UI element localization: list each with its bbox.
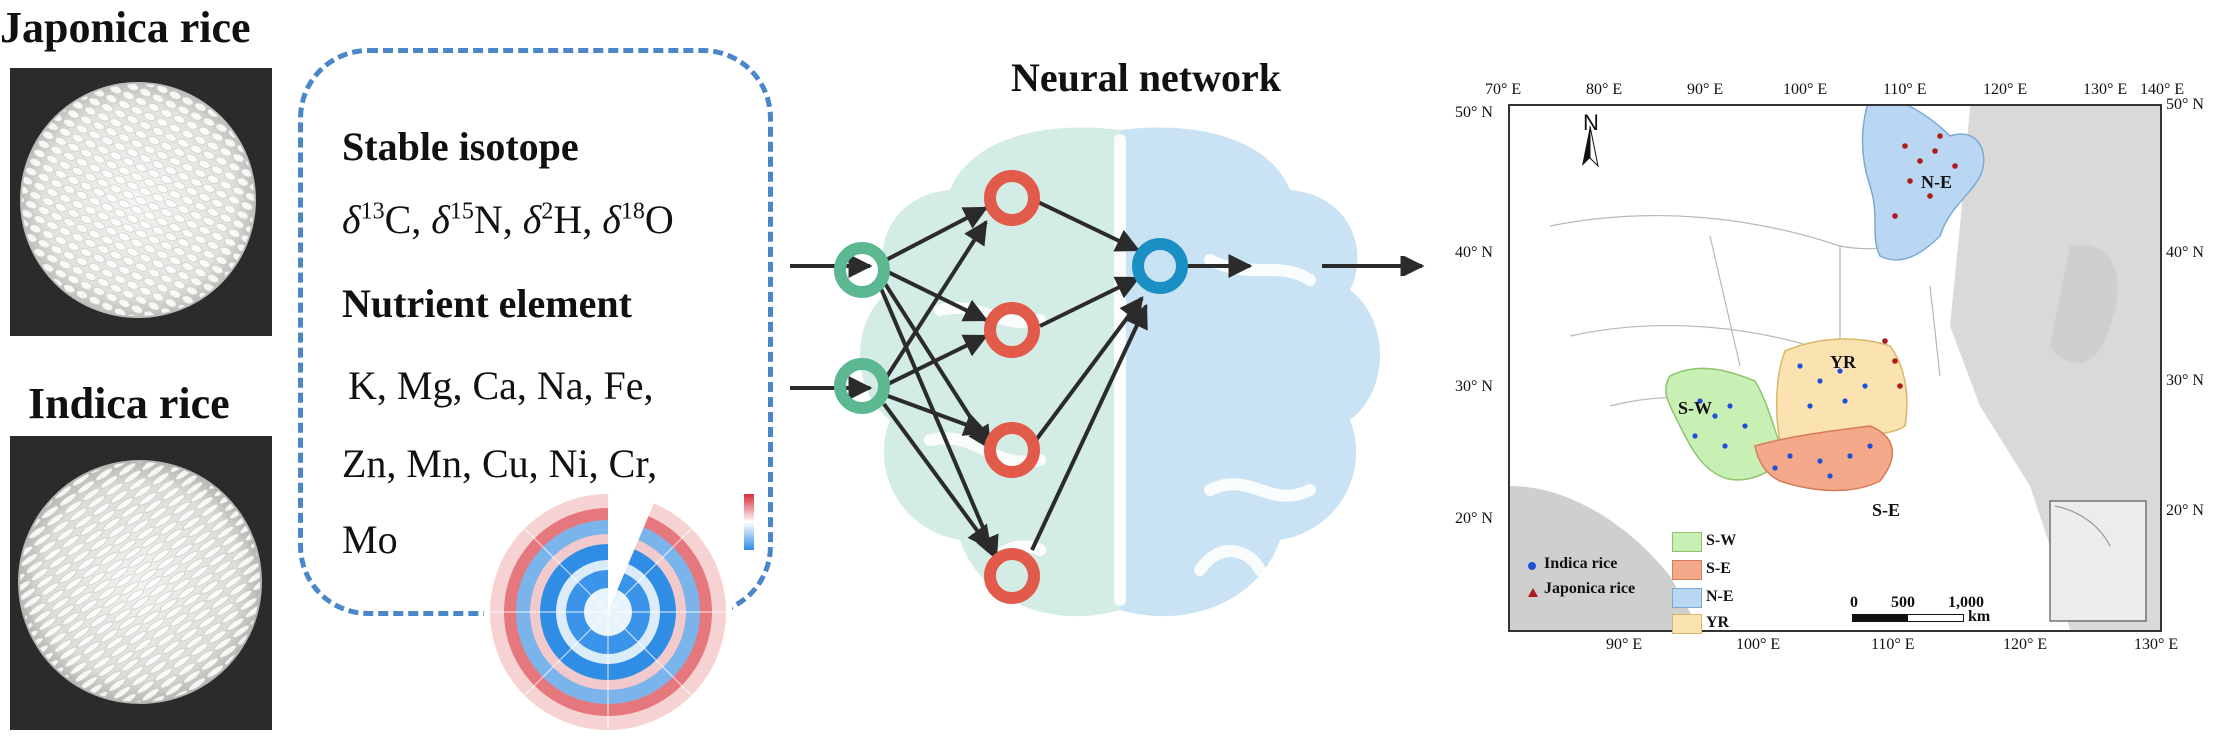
south-china-sea-inset [2049, 500, 2147, 622]
region-sw [1665, 367, 1786, 481]
nutrient-element-heading: Nutrient element [342, 281, 632, 326]
right-tick-20n: 20° N [2166, 502, 2204, 519]
north-label: N [1583, 110, 1599, 135]
bottom-tick-130e: 130° E [2134, 636, 2179, 653]
output-node [1132, 238, 1188, 294]
hidden-node-2 [984, 302, 1040, 358]
brain-right-hemisphere [1120, 127, 1380, 617]
southwest-neighbors [1510, 486, 1700, 630]
top-tick-130e: 130° E [2083, 81, 2128, 98]
legend-indica-marker [1528, 562, 1536, 570]
sea-and-neighbors [1950, 106, 2160, 630]
top-tick-100e: 100° E [1783, 81, 1828, 98]
indica-samples [1692, 363, 1873, 479]
brain-left-hemisphere [860, 127, 1120, 617]
top-tick-70e: 70° E [1485, 81, 1522, 98]
scale-max: 1,000 [1948, 594, 1984, 611]
japonica-samples [1882, 133, 1958, 389]
legend-se-label: S-E [1706, 560, 1731, 577]
region-yr [1775, 338, 1908, 442]
scale-zero: 0 [1850, 594, 1858, 611]
japonica-rice-photo [10, 68, 272, 336]
nutrient-line-3: Mo [342, 517, 398, 562]
isotope-list: δ13C, δ15N, δ2H, δ18O [342, 197, 674, 242]
top-tick-90e: 90° E [1687, 81, 1724, 98]
scale-bar [1852, 614, 1964, 622]
scale-unit: km [1968, 608, 1991, 625]
legend-japonica-marker [1528, 588, 1538, 597]
legend-ne-label: N-E [1706, 588, 1734, 605]
hidden-node-4 [984, 548, 1040, 604]
japonica-title: Japonica rice [0, 3, 251, 52]
legend-yr-label: YR [1706, 614, 1730, 631]
korea-japan [2050, 244, 2118, 364]
bottom-tick-120e: 120° E [2003, 636, 2048, 653]
legend-se-swatch [1672, 560, 1702, 580]
network-connections [878, 200, 1253, 561]
legend-indica-label: Indica rice [1544, 555, 1618, 572]
left-tick-20n: 20° N [1455, 510, 1493, 527]
stable-isotope-heading: Stable isotope [342, 124, 579, 169]
nutrient-line-2: Zn, Mn, Cu, Ni, Cr, [342, 441, 658, 486]
top-tick-120e: 120° E [1983, 81, 2028, 98]
neural-network-title: Neural network [1011, 55, 1281, 100]
right-tick-30n: 30° N [2166, 372, 2204, 389]
region-label-yr: YR [1830, 352, 1856, 372]
output-to-map-arrow [1322, 256, 1425, 276]
neural-network-diagram [790, 127, 1380, 617]
bottom-tick-100e: 100° E [1736, 636, 1781, 653]
nutrient-line-1: K, Mg, Ca, Na, Fe, [348, 363, 654, 408]
legend-japonica-label: Japonica rice [1544, 580, 1636, 597]
hidden-node-1 [984, 170, 1040, 226]
bottom-tick-90e: 90° E [1606, 636, 1643, 653]
region-label-sw: S-W [1678, 398, 1713, 418]
scale-mid: 500 [1891, 594, 1915, 611]
left-tick-30n: 30° N [1455, 378, 1493, 395]
region-ne [1861, 106, 1985, 261]
top-tick-80e: 80° E [1586, 81, 1623, 98]
input-node-1 [834, 242, 890, 298]
indica-title: Indica rice [28, 379, 230, 428]
legend-ne-swatch [1672, 588, 1702, 608]
china-map [1508, 104, 2162, 632]
bottom-tick-110e: 110° E [1871, 636, 1915, 653]
region-label-se: S-E [1872, 500, 1901, 520]
north-arrow-icon [1582, 125, 1599, 168]
top-tick-140e: 140° E [2140, 81, 2185, 98]
legend-sw-swatch [1672, 532, 1702, 552]
hidden-node-3 [984, 422, 1040, 478]
legend-sw-label: S-W [1706, 532, 1737, 549]
legend-yr-swatch [1672, 614, 1702, 634]
left-tick-40n: 40° N [1455, 244, 1493, 261]
right-tick-50n: 50° N [2166, 96, 2204, 113]
region-label-ne: N-E [1921, 172, 1952, 192]
circular-heatmap [484, 488, 732, 736]
heatmap-color-scale [744, 494, 754, 550]
region-se [1754, 425, 1894, 492]
top-tick-110e: 110° E [1883, 81, 1927, 98]
right-tick-40n: 40° N [2166, 244, 2204, 261]
input-node-2 [834, 358, 890, 414]
left-tick-50n: 50° N [1455, 104, 1493, 121]
indica-rice-photo [10, 436, 272, 730]
